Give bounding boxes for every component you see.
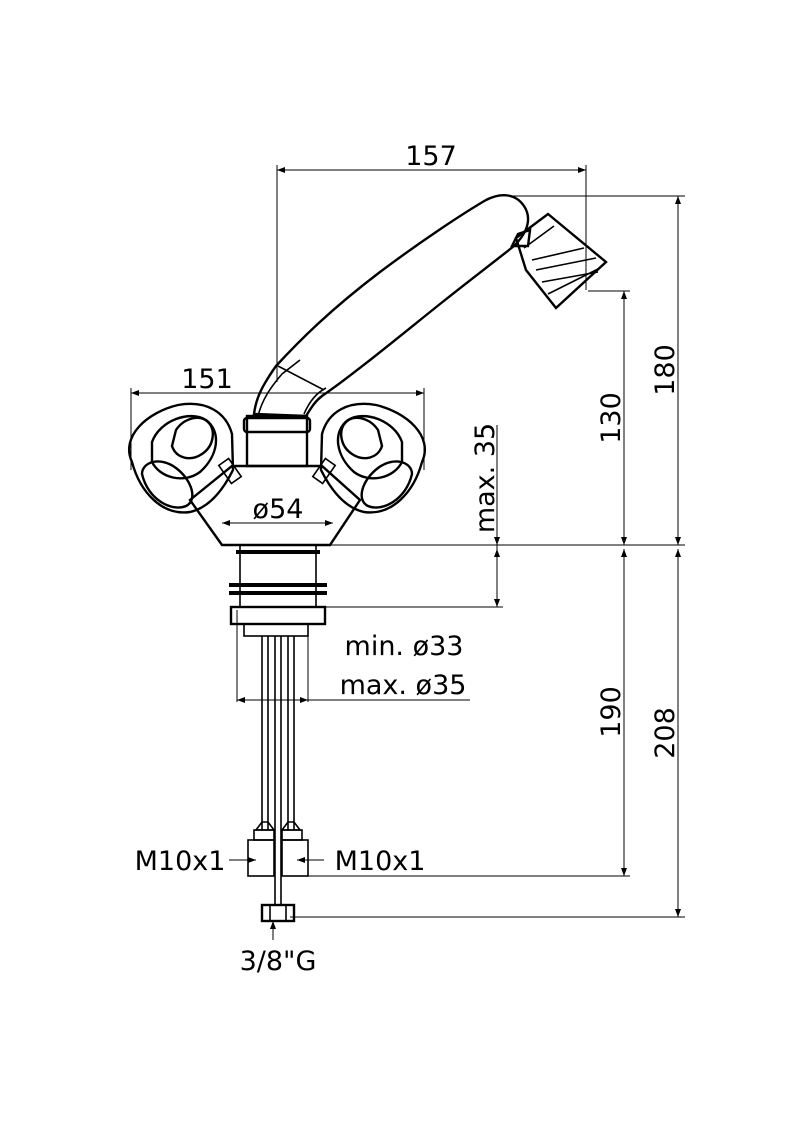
hand-shower-spout <box>252 194 608 418</box>
dim-base-diameter: ø54 <box>253 494 304 525</box>
dim-overall-height: 180 <box>650 344 681 396</box>
dim-supply-length: 208 <box>650 707 681 759</box>
dim-hose-length: 190 <box>596 686 627 738</box>
dim-max-deck-thickness: max. 35 <box>470 423 501 533</box>
mounting-shank <box>229 544 327 637</box>
label-supply-thread: 3/8"G <box>240 946 317 977</box>
label-right-thread: M10x1 <box>335 846 426 877</box>
dim-body-width: 151 <box>181 364 233 395</box>
left-handle <box>128 402 243 514</box>
dim-hole-min: min. ø33 <box>345 631 464 662</box>
label-left-thread: M10x1 <box>135 846 226 877</box>
dimension-lines <box>130 165 685 940</box>
dim-spout-reach: 157 <box>405 141 457 172</box>
dim-spout-height: 130 <box>596 392 627 444</box>
dimension-arrows <box>131 167 681 929</box>
flexible-hoses <box>247 636 309 923</box>
right-handle <box>311 402 426 514</box>
dim-hole-max: max. ø35 <box>340 670 467 701</box>
